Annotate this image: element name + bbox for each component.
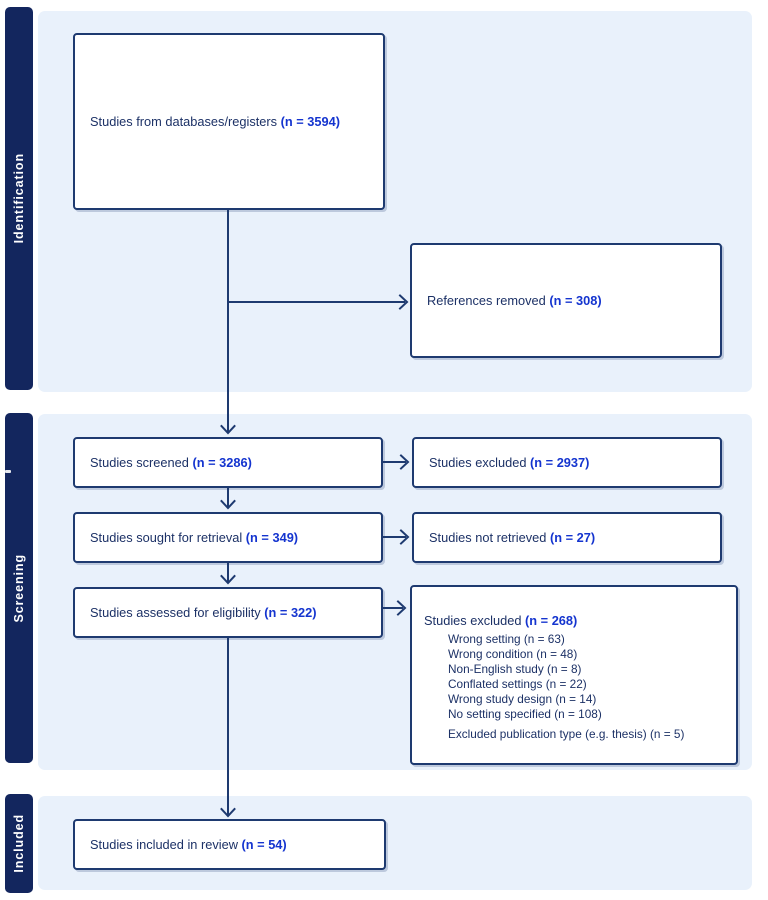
- box-text: Studies from databases/registers (n = 35…: [90, 114, 340, 130]
- box-label: Studies assessed for eligibility: [90, 604, 261, 620]
- box-count: (n = 322): [264, 604, 317, 620]
- reason-item: Conflated settings (n = 22): [448, 676, 587, 691]
- box-studies-excluded-reasons: Studies excluded (n = 268) Wrong setting…: [410, 585, 738, 765]
- stage-label-screening: Screening: [12, 553, 26, 623]
- box-label: Studies excluded: [424, 613, 522, 628]
- reason-item: Wrong study design (n = 14): [448, 691, 597, 706]
- box-studies-excluded: Studies excluded (n = 2937): [412, 437, 722, 488]
- reason-item: Non-English study (n = 8): [448, 661, 582, 676]
- box-count: (n = 2937): [530, 454, 590, 470]
- box-count: (n = 27): [549, 529, 596, 545]
- box-count: (n = 54): [241, 836, 287, 852]
- box-label: References removed: [427, 292, 546, 308]
- reason-item: Excluded publication type (e.g. thesis) …: [448, 726, 685, 741]
- stage-bar-screening: Screening: [5, 413, 33, 763]
- box-text: Studies sought for retrieval (n = 349): [90, 530, 298, 546]
- box-text: References removed (n = 308): [427, 293, 602, 309]
- box-label: Studies excluded: [429, 454, 527, 470]
- box-studies-included: Studies included in review (n = 54): [73, 819, 386, 870]
- box-count: (n = 349): [245, 529, 299, 545]
- reason-item: Wrong condition (n = 48): [448, 646, 578, 661]
- box-count: (n = 3286): [192, 454, 252, 470]
- box-studies-screened: Studies screened (n = 3286): [73, 437, 383, 488]
- box-text: Studies excluded (n = 2937): [429, 455, 589, 471]
- box-label: Studies from databases/registers: [90, 113, 278, 129]
- reason-item: Wrong setting (n = 63): [448, 631, 565, 646]
- box-studies-not-retrieved: Studies not retrieved (n = 27): [412, 512, 722, 563]
- box-studies-from-databases: Studies from databases/registers (n = 35…: [73, 33, 385, 210]
- box-label: Studies sought for retrieval: [90, 529, 243, 545]
- box-text: Studies not retrieved (n = 27): [429, 530, 595, 546]
- box-text: Studies screened (n = 3286): [90, 455, 252, 471]
- box-studies-sought: Studies sought for retrieval (n = 349): [73, 512, 383, 563]
- box-text: Studies included in review (n = 54): [90, 837, 287, 853]
- box-count: (n = 3594): [280, 113, 341, 129]
- box-text: Studies excluded (n = 268): [424, 613, 724, 629]
- box-studies-assessed: Studies assessed for eligibility (n = 32…: [73, 587, 383, 638]
- box-label: Studies included in review: [90, 836, 238, 852]
- box-count: (n = 268): [525, 613, 578, 628]
- stage-bar-included: Included: [5, 794, 33, 893]
- stage-label-identification: Identification: [12, 153, 26, 244]
- stray-dash-mark: [5, 470, 11, 473]
- box-references-removed: References removed (n = 308): [410, 243, 722, 358]
- stage-bar-identification: Identification: [5, 7, 33, 390]
- box-label: Studies screened: [90, 454, 189, 470]
- box-count: (n = 308): [549, 292, 602, 308]
- box-label: Studies not retrieved: [429, 529, 547, 545]
- stage-label-included: Included: [12, 814, 26, 873]
- reason-item: No setting specified (n = 108): [448, 706, 602, 721]
- box-text: Studies assessed for eligibility (n = 32…: [90, 605, 317, 621]
